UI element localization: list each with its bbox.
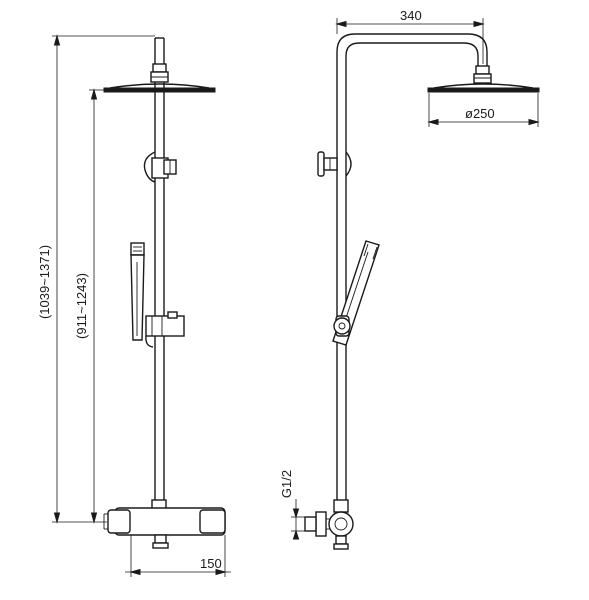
side-view: G1/2 340 ø250 bbox=[279, 8, 540, 550]
front-rain-head bbox=[103, 83, 216, 93]
front-thermostatic-mixer bbox=[103, 499, 226, 549]
side-head-connector bbox=[473, 65, 492, 84]
dimension-head-diameter bbox=[427, 93, 540, 127]
front-view: (1039~1371) (911~1243) 150 bbox=[37, 34, 231, 577]
arm-reach-label: 340 bbox=[400, 8, 422, 23]
front-mid-bracket bbox=[143, 151, 177, 183]
base-width-label: 150 bbox=[200, 556, 222, 571]
head-diameter-label: ø250 bbox=[465, 106, 495, 121]
dimension-total-height bbox=[52, 34, 155, 524]
side-riser-arm bbox=[336, 33, 488, 505]
front-hand-shower bbox=[130, 242, 145, 341]
side-slide-holder bbox=[333, 315, 351, 337]
side-diverter-knob bbox=[317, 151, 352, 177]
total-height-label: (1039~1371) bbox=[37, 245, 52, 319]
side-inlet-mixer bbox=[304, 499, 354, 550]
side-rain-head bbox=[427, 83, 540, 93]
dimension-head-height bbox=[89, 88, 104, 524]
dimension-inlet-thread bbox=[291, 499, 305, 540]
front-slide-holder bbox=[145, 311, 185, 348]
dimension-base-width bbox=[125, 535, 231, 577]
inlet-thread-label: G1/2 bbox=[279, 470, 294, 498]
head-height-label: (911~1243) bbox=[74, 273, 89, 339]
dimension-arm-reach bbox=[335, 18, 485, 64]
front-riser-pipe bbox=[154, 37, 165, 505]
front-head-connector bbox=[150, 63, 169, 83]
